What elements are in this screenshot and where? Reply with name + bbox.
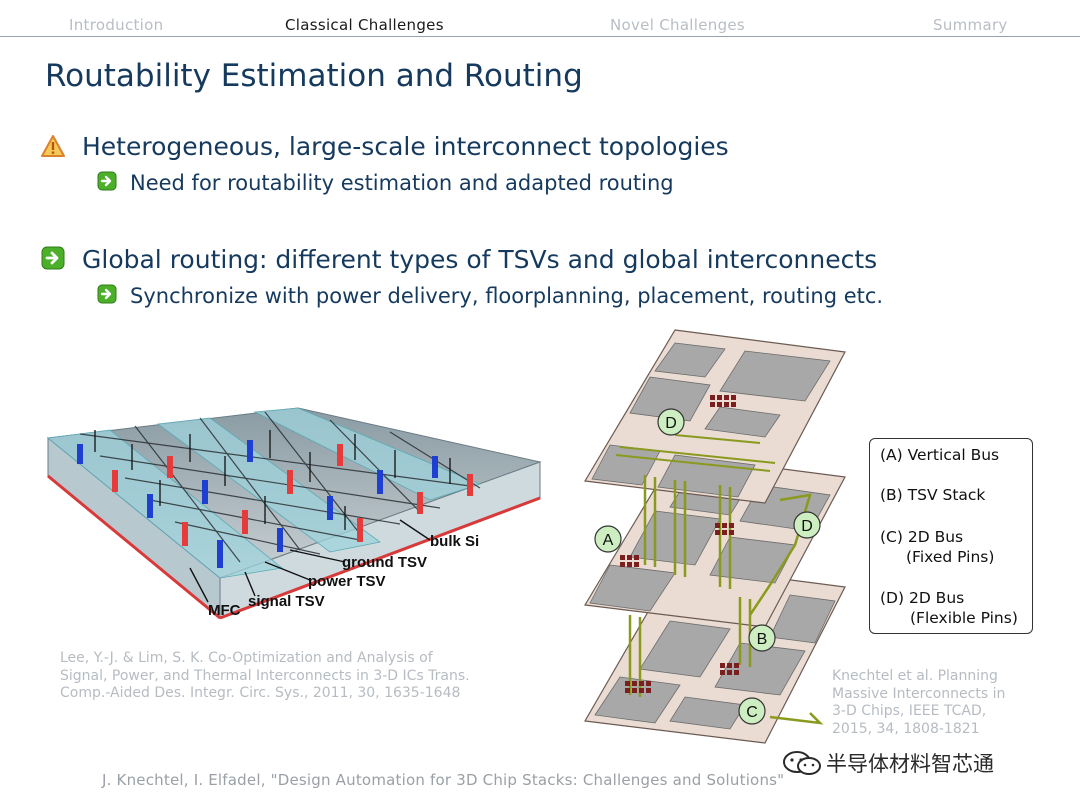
label-signal-tsv: signal TSV xyxy=(248,593,325,610)
marker-d-top-circle xyxy=(657,408,685,436)
marker-a: A xyxy=(603,532,614,549)
legend-item-2d-bus-flexible: (D) 2D Bus (Flexible Pins) xyxy=(880,589,1018,627)
sub-bullet-routability: Need for routability estimation and adap… xyxy=(130,171,674,195)
nav-divider xyxy=(0,36,1080,37)
citation-left: Lee, Y.-J. & Lim, S. K. Co-Optimization … xyxy=(60,650,470,701)
marker-d-top: D xyxy=(665,415,677,432)
legend-item-tsv-stack: (B) TSV Stack xyxy=(880,486,986,504)
marker-c-circle xyxy=(738,697,766,725)
citation-right: Knechtel et al. Planning Massive Interco… xyxy=(832,668,1006,737)
nav-item-introduction[interactable]: Introduction xyxy=(69,16,164,34)
marker-d-mid-circle xyxy=(793,511,821,539)
arrow-right-icon xyxy=(97,284,117,304)
marker-c: C xyxy=(746,704,758,721)
label-ground-tsv: ground TSV xyxy=(342,554,427,571)
bullet-global-routing: Global routing: different types of TSVs … xyxy=(82,245,878,274)
nav-item-novel-challenges[interactable]: Novel Challenges xyxy=(610,16,746,34)
marker-b: B xyxy=(757,631,768,648)
marker-b-circle xyxy=(748,624,776,652)
tsv-grid-figure: bulk Si ground TSV power TSV signal TSV … xyxy=(46,407,542,620)
warning-icon xyxy=(41,135,65,157)
arrow-right-icon xyxy=(41,246,65,270)
label-bulk-si: bulk Si xyxy=(430,533,479,550)
marker-d-mid: D xyxy=(801,518,813,535)
bullet-heterogeneous: Heterogeneous, large-scale interconnect … xyxy=(82,132,729,161)
legend-item-vertical-bus: (A) Vertical Bus xyxy=(880,446,1000,464)
wechat-icon xyxy=(783,751,821,775)
die-stack-figure: D D A B C xyxy=(584,329,846,744)
sub-bullet-synchronize: Synchronize with power delivery, floorpl… xyxy=(130,284,884,308)
label-mfc: MFC xyxy=(208,602,241,619)
legend-item-2d-bus-fixed: (C) 2D Bus (Fixed Pins) xyxy=(880,528,995,566)
arrow-right-icon xyxy=(97,171,117,191)
bus-legend: (A) Vertical Bus (B) TSV Stack (C) 2D Bu… xyxy=(869,438,1033,634)
label-power-tsv: power TSV xyxy=(308,573,386,590)
nav-item-summary[interactable]: Summary xyxy=(933,16,1008,34)
slide-footer: J. Knechtel, I. Elfadel, "Design Automat… xyxy=(102,771,785,789)
nav-item-classical-challenges[interactable]: Classical Challenges xyxy=(285,16,444,34)
marker-a-circle xyxy=(594,525,622,553)
slide-title: Routability Estimation and Routing xyxy=(45,58,583,94)
section-nav: Introduction Classical Challenges Novel … xyxy=(0,0,1080,36)
watermark-text: 半导体材料智芯通 xyxy=(826,752,994,776)
